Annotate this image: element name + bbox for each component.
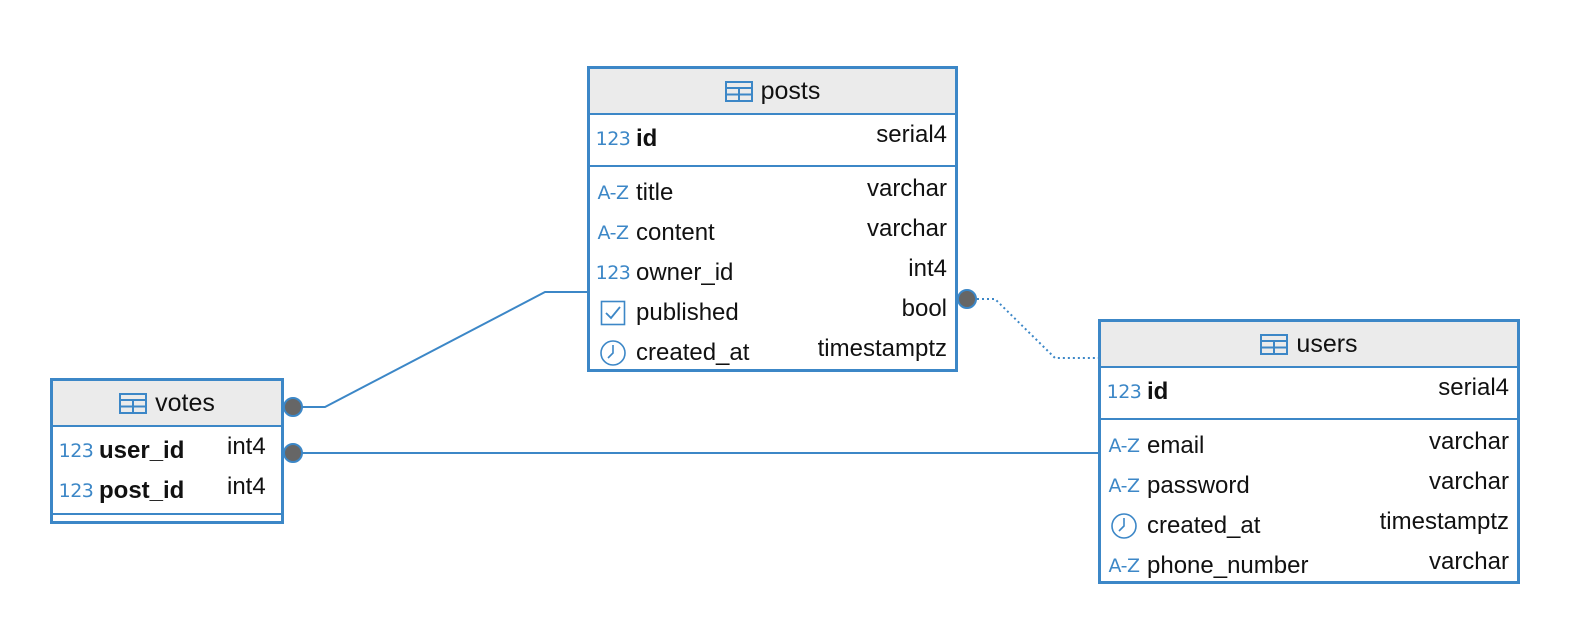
column-type: varchar — [866, 175, 947, 202]
column-name: content — [636, 219, 715, 246]
column-type: serial4 — [1438, 374, 1509, 401]
column-name: owner_id — [636, 259, 734, 286]
column-type: varchar — [1428, 548, 1509, 575]
column-type: bool — [901, 295, 947, 322]
numeric-icon: 123 — [1106, 381, 1142, 403]
column-row-email[interactable]: A-Z email varchar — [1101, 426, 1517, 466]
column-type: varchar — [1428, 428, 1509, 455]
text-icon: A-Z — [597, 222, 629, 244]
column-name: published — [636, 299, 739, 326]
entity-name: posts — [760, 76, 821, 105]
clock-icon — [1107, 512, 1141, 540]
entity-header[interactable]: users — [1101, 322, 1517, 368]
columns-section-empty — [53, 513, 281, 521]
column-row-title[interactable]: A-Z title varchar — [590, 173, 955, 213]
column-row-content[interactable]: A-Z content varchar — [590, 213, 955, 253]
numeric-icon: 123 — [595, 128, 631, 150]
column-type: int4 — [227, 473, 266, 500]
column-type: int4 — [227, 433, 266, 460]
clock-icon — [596, 339, 630, 367]
column-row-created-at[interactable]: created_at timestamptz — [1101, 506, 1517, 546]
column-name: created_at — [1147, 512, 1261, 539]
column-type: timestamptz — [1379, 508, 1509, 535]
column-type: varchar — [1428, 468, 1509, 495]
table-icon — [724, 80, 753, 102]
text-icon: A-Z — [597, 182, 629, 204]
column-type: serial4 — [876, 121, 947, 148]
numeric-icon: 123 — [595, 262, 631, 284]
column-row-phone-number[interactable]: A-Z phone_number varchar — [1101, 546, 1517, 586]
entity-name: users — [1296, 329, 1358, 358]
column-name: email — [1147, 432, 1205, 459]
entity-name: votes — [155, 388, 215, 417]
column-name: id — [1147, 378, 1169, 405]
table-icon — [119, 392, 148, 414]
entity-header[interactable]: posts — [590, 69, 955, 115]
numeric-icon: 123 — [58, 480, 94, 502]
column-row-published[interactable]: published bool — [590, 293, 955, 333]
column-row-password[interactable]: A-Z password varchar — [1101, 466, 1517, 506]
column-type: varchar — [866, 215, 947, 242]
table-icon — [1260, 333, 1289, 355]
relationship-line-votes-posts[interactable] — [293, 291, 588, 408]
column-type: timestamptz — [817, 335, 947, 362]
column-name: password — [1147, 472, 1250, 499]
column-name: phone_number — [1147, 552, 1309, 579]
numeric-icon: 123 — [58, 440, 94, 462]
checkbox-icon — [596, 300, 630, 326]
column-name: title — [636, 179, 674, 206]
column-type: int4 — [908, 255, 947, 282]
connector-dot[interactable] — [283, 397, 303, 417]
text-icon: A-Z — [1108, 435, 1140, 457]
text-icon: A-Z — [1108, 555, 1140, 577]
connector-dot[interactable] — [957, 289, 977, 309]
column-row-created-at[interactable]: created_at timestamptz — [590, 333, 955, 373]
column-name: created_at — [636, 339, 750, 366]
entity-header[interactable]: votes — [53, 381, 281, 427]
column-name: user_id — [99, 437, 185, 464]
connector-dot[interactable] — [283, 443, 303, 463]
column-name: id — [636, 125, 658, 152]
column-name: post_id — [99, 477, 185, 504]
text-icon: A-Z — [1108, 475, 1140, 497]
relationship-line-posts-users[interactable] — [967, 298, 1100, 359]
